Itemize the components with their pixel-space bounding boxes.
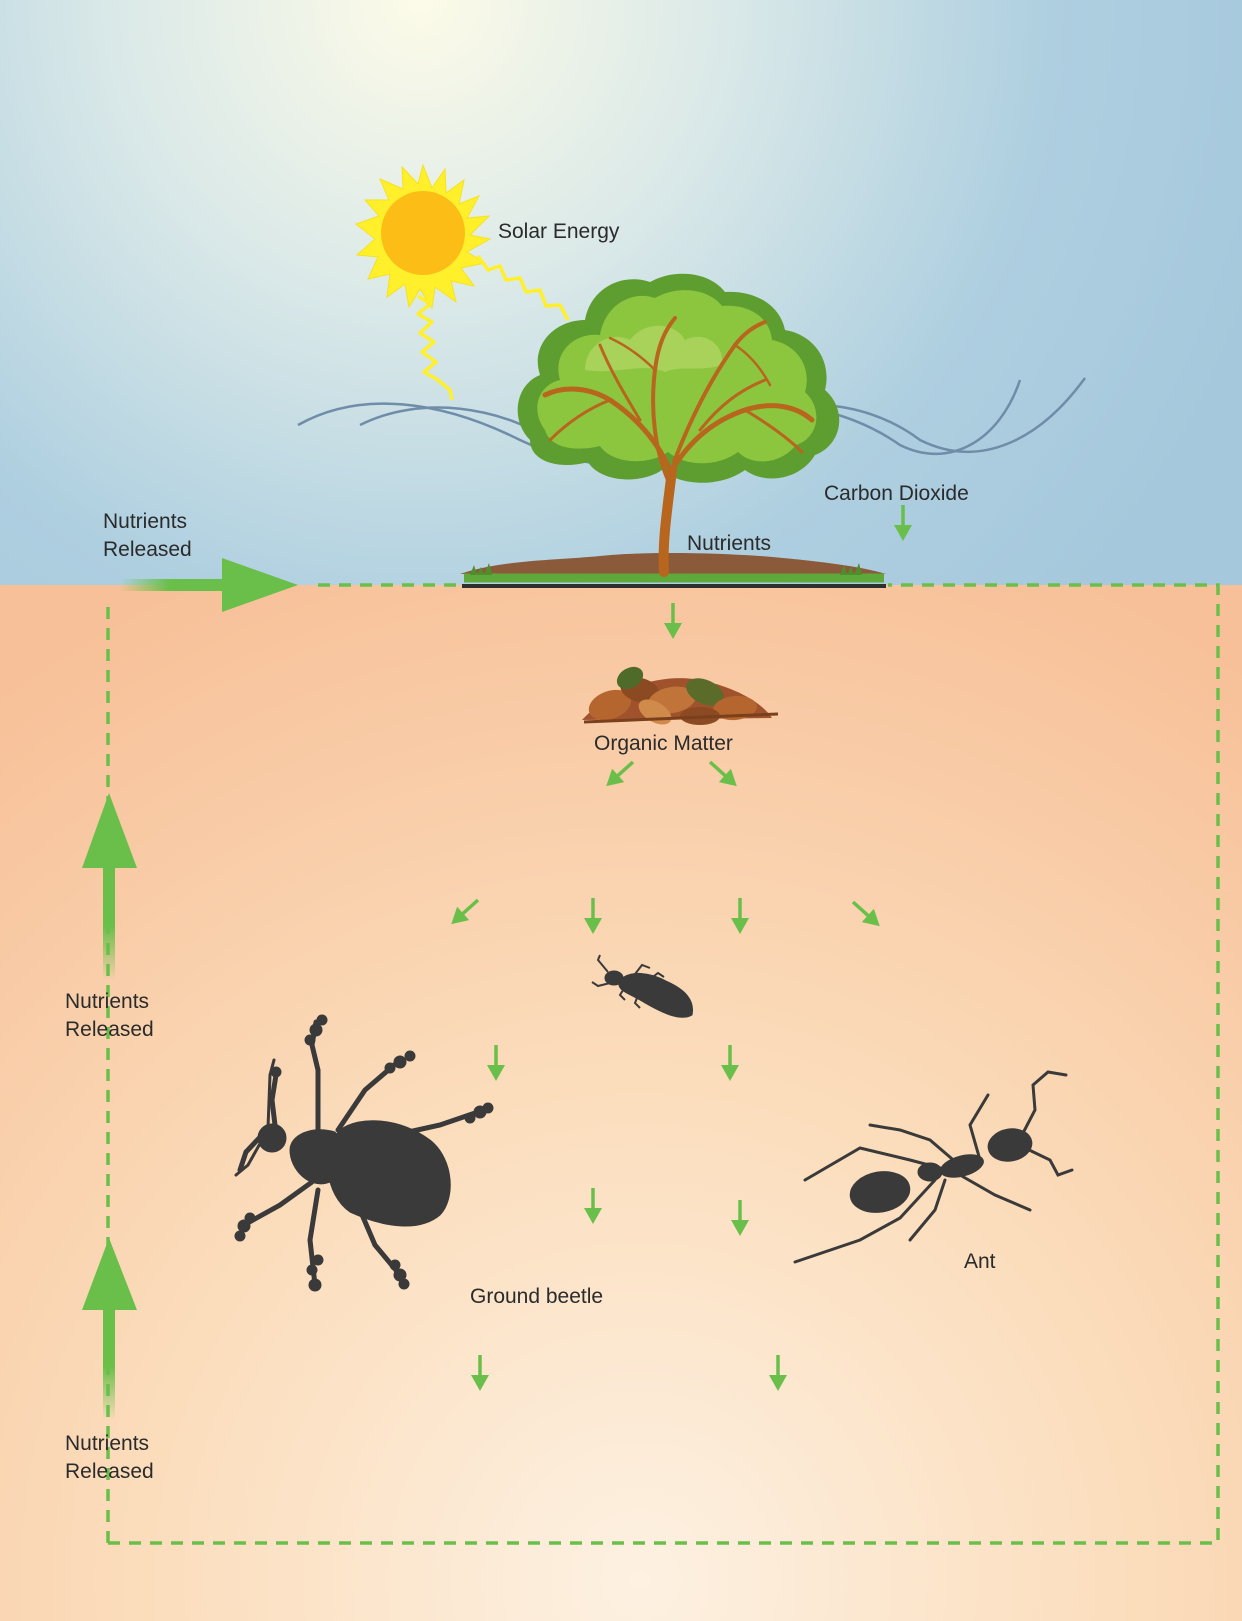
label-ground-beetle: Ground beetle xyxy=(470,1285,603,1308)
label-solar-energy: Solar Energy xyxy=(498,220,620,243)
label-line: Released xyxy=(65,1018,154,1041)
label-nutrients: Nutrients xyxy=(687,532,771,555)
label-line: Nutrients xyxy=(103,510,187,533)
label-line: Nutrients xyxy=(65,1432,149,1455)
label-line: Nutrients xyxy=(65,990,149,1013)
label-line: Released xyxy=(65,1460,154,1483)
label-ant: Ant xyxy=(964,1250,996,1273)
label-organic-matter: Organic Matter xyxy=(594,732,733,755)
label-carbon-dioxide: Carbon Dioxide xyxy=(824,482,969,505)
label-line: Released xyxy=(103,538,192,561)
